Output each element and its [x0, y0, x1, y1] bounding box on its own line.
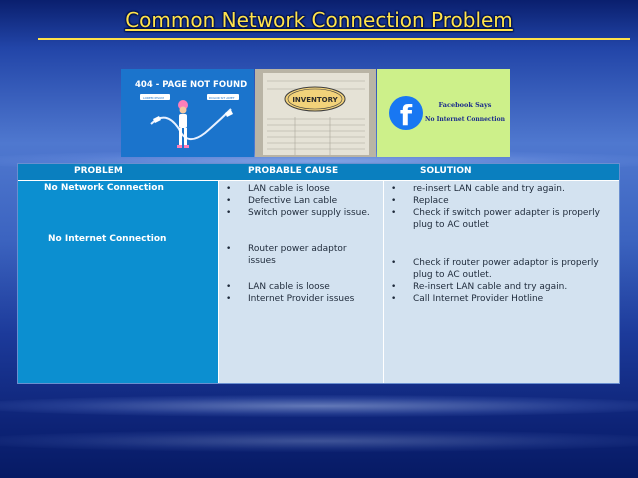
facebook-no-connection-image: f Facebook Says No Internet Connection: [377, 69, 510, 157]
header-solution: SOLUTION: [420, 166, 472, 176]
title-underline-rule: [38, 38, 630, 40]
list-item: • Check if switch power adapter is proper…: [391, 208, 600, 219]
header-problem: PROBLEM: [74, 166, 123, 176]
list-item: • Router power adaptor: [226, 244, 347, 255]
cause-text: Router power adaptor: [248, 244, 347, 254]
page-not-found-image: 404 - PAGE NOT FOUND LOREM IPSUM DOLOR S…: [121, 69, 254, 157]
bullet: •: [391, 208, 397, 218]
cause-text: Switch power supply issue.: [248, 208, 370, 218]
solution-text: Re-insert LAN cable and try again.: [413, 282, 568, 292]
bullet: •: [391, 184, 397, 194]
cause-text: Internet Provider issues: [248, 294, 355, 304]
background-streak: [0, 395, 638, 417]
bullet: •: [226, 208, 232, 218]
list-item: • Re-insert LAN cable and try again.: [391, 282, 568, 293]
list-item: • Defective Lan cable: [226, 196, 338, 207]
list-item-continuation: issues: [248, 256, 276, 267]
no-internet-text: No Internet Connection: [425, 116, 506, 123]
bullet: •: [391, 196, 397, 206]
bullet: •: [226, 244, 232, 254]
facebook-says-text: Facebook Says: [439, 101, 492, 109]
bullet: •: [226, 184, 232, 194]
inventory-image: INVENTORY: [255, 69, 376, 157]
list-item: • Switch power supply issue.: [226, 208, 370, 219]
solution-text: Check if switch power adapter is properl…: [413, 208, 600, 218]
cause-column: • LAN cable is loose • Defective Lan cable…: [219, 181, 384, 383]
list-item: • Check if router power adaptor is proper…: [391, 258, 599, 269]
solution-text: plug to AC outlet: [413, 220, 489, 230]
cause-text: Defective Lan cable: [248, 196, 338, 206]
list-item: • Internet Provider issues: [226, 294, 355, 305]
bullet: •: [391, 294, 397, 304]
slide-title: Common Network Connection Problem: [125, 8, 513, 32]
problem-column: No Network Connection No Internet Connec…: [18, 181, 219, 383]
facebook-logo-icon: [389, 96, 423, 130]
list-item: • re-insert LAN cable and try again.: [391, 184, 565, 195]
list-item: • LAN cable is loose: [226, 184, 330, 195]
list-item-continuation: plug to AC outlet.: [413, 270, 492, 281]
bullet: •: [226, 196, 232, 206]
solution-text: Replace: [413, 196, 449, 206]
list-item: • Replace: [391, 196, 449, 207]
bullet: •: [391, 282, 397, 292]
table-header-row: PROBLEM PROBABLE CAUSE SOLUTION: [18, 164, 619, 181]
dolor-button-text: DOLOR SIT AMET: [209, 96, 235, 100]
solution-text: Call Internet Provider Hotline: [413, 294, 544, 304]
cause-text: issues: [248, 256, 276, 266]
page-not-found-heading: 404 - PAGE NOT FOUND: [135, 80, 247, 90]
problem-table: PROBLEM PROBABLE CAUSE SOLUTION No Netwo…: [17, 163, 620, 384]
background-streak: [0, 430, 638, 452]
solution-text: re-insert LAN cable and try again.: [413, 184, 565, 194]
lorem-button-text: LOREM IPSUM: [143, 96, 164, 100]
cause-text: LAN cable is loose: [248, 282, 330, 292]
list-item-continuation: plug to AC outlet: [413, 220, 489, 231]
solution-text: plug to AC outlet.: [413, 270, 492, 280]
bullet: •: [391, 258, 397, 268]
inventory-stamp-text: INVENTORY: [292, 96, 338, 104]
list-item: • Call Internet Provider Hotline: [391, 294, 544, 305]
cause-text: LAN cable is loose: [248, 184, 330, 194]
facebook-logo-letter: f: [400, 99, 413, 132]
list-item: • LAN cable is loose: [226, 282, 330, 293]
header-probable-cause: PROBABLE CAUSE: [248, 166, 339, 176]
bullet: •: [226, 282, 232, 292]
problem-no-internet: No Internet Connection: [48, 234, 167, 244]
solution-text: Check if router power adaptor is properl…: [413, 258, 599, 268]
solution-column: • re-insert LAN cable and try again. • Rep…: [384, 181, 619, 383]
problem-no-network: No Network Connection: [44, 183, 164, 193]
bullet: •: [226, 294, 232, 304]
